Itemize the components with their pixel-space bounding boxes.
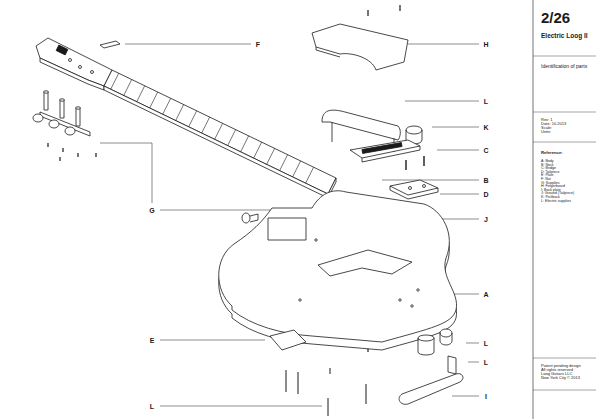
reference-item: L: Electric supplies [541,200,571,204]
callout-letter: K [482,124,489,131]
callout-letter: I [484,393,488,400]
callout-letter: J [483,216,489,223]
sheet-info: 2/26 [541,10,570,25]
callout-letter: E [149,337,156,344]
callout-letter: F [255,41,261,48]
sheet-info: Units: [541,130,551,134]
sheet-title: Electric Loog II [541,33,588,40]
sheet-info: Reference: [541,151,563,155]
callout-letter: A [482,291,489,298]
sheet-info: Identification of parts [541,64,587,69]
callout-letter: L [483,340,489,347]
callout-letter: G [148,207,155,214]
callout-letter: L [149,403,155,410]
tuners [33,91,90,136]
body [219,191,457,350]
legal-note: New York City © 2013 [541,376,580,380]
callout-letter: H [482,41,489,48]
callout-letter: B [482,177,489,184]
callout-letter: C [482,147,489,154]
neck [36,38,336,198]
callout-letter: L [483,359,489,366]
callout-letter: D [482,191,489,198]
callout-letter: L [483,98,489,105]
